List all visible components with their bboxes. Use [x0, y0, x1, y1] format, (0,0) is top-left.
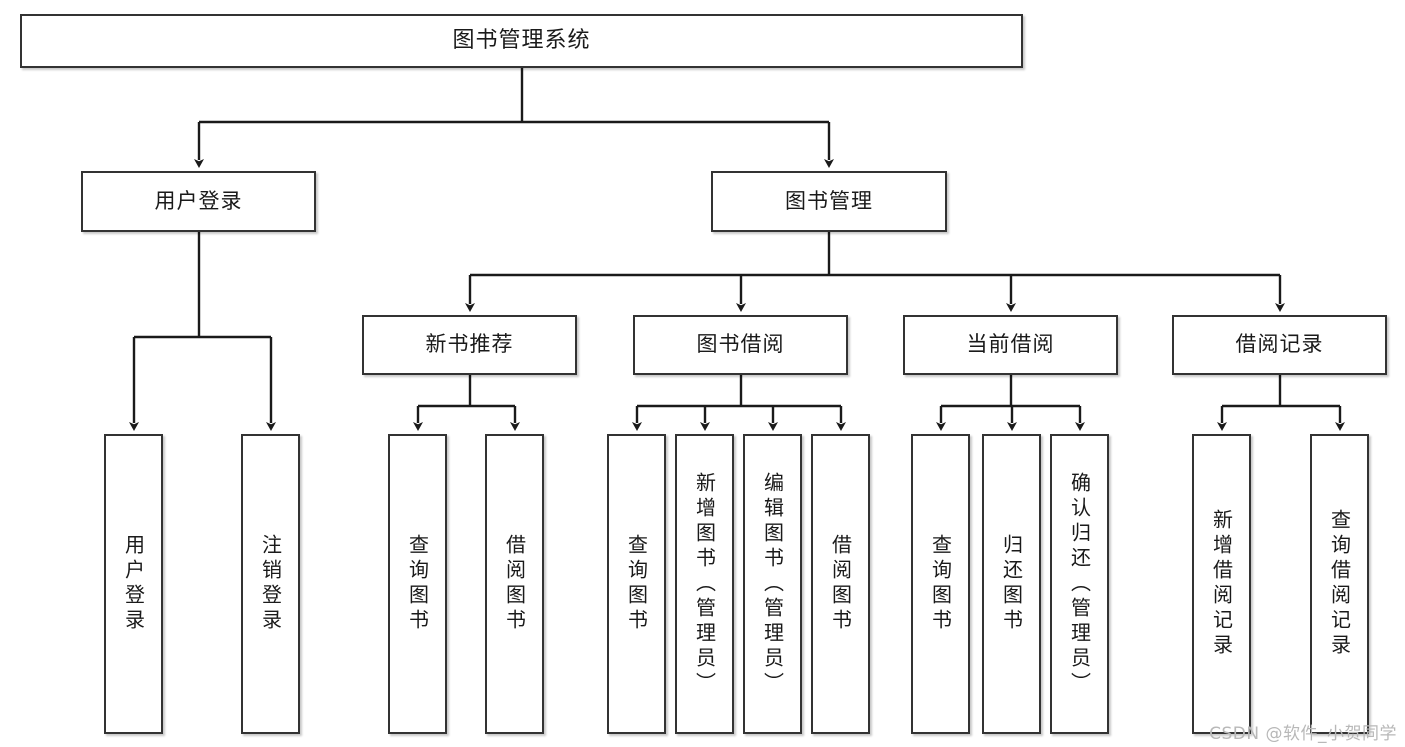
node-book-borrow[interactable]: 图书借阅 [633, 315, 848, 375]
node-label: 借阅图书 [502, 534, 527, 634]
node-leaf-br-query[interactable]: 查询借阅记录 [1310, 434, 1369, 734]
node-leaf-rec-query[interactable]: 查询图书 [388, 434, 447, 734]
node-label: 借阅图书 [828, 534, 853, 634]
node-leaf-cb-query[interactable]: 查询图书 [911, 434, 970, 734]
node-leaf-bb-borrow[interactable]: 借阅图书 [811, 434, 870, 734]
node-leaf-bb-edit[interactable]: 编辑图书（管理员） [743, 434, 802, 734]
node-leaf-user-logout[interactable]: 注销登录 [241, 434, 300, 734]
node-label: 归还图书 [999, 534, 1024, 634]
node-current-borrow[interactable]: 当前借阅 [903, 315, 1118, 375]
node-label: 注销登录 [258, 534, 283, 634]
node-label: 图书借阅 [696, 332, 785, 357]
node-leaf-user-login[interactable]: 用户登录 [104, 434, 163, 734]
node-label: 用户登录 [154, 188, 243, 213]
node-label: 查询图书 [405, 534, 430, 634]
node-new-book-rec[interactable]: 新书推荐 [362, 315, 577, 375]
node-label: 查询图书 [624, 534, 649, 634]
node-label: 确认归还（管理员） [1067, 471, 1092, 697]
node-label: 新增借阅记录 [1209, 509, 1234, 659]
node-leaf-rec-borrow[interactable]: 借阅图书 [485, 434, 544, 734]
node-book-manage[interactable]: 图书管理 [711, 171, 947, 232]
node-root[interactable]: 图书管理系统 [20, 14, 1023, 68]
node-borrow-record[interactable]: 借阅记录 [1172, 315, 1387, 375]
node-label: 当前借阅 [966, 332, 1055, 357]
node-label: 新增图书（管理员） [692, 471, 717, 697]
node-label: 新书推荐 [425, 332, 514, 357]
node-leaf-cb-confirm[interactable]: 确认归还（管理员） [1050, 434, 1109, 734]
node-label: 查询图书 [928, 534, 953, 634]
node-leaf-bb-query[interactable]: 查询图书 [607, 434, 666, 734]
node-label: 编辑图书（管理员） [760, 471, 785, 697]
node-label: 用户登录 [121, 534, 146, 634]
node-leaf-br-add[interactable]: 新增借阅记录 [1192, 434, 1251, 734]
node-label: 借阅记录 [1235, 332, 1324, 357]
watermark-label: CSDN @软件_小贺同学 [1209, 724, 1397, 744]
node-leaf-cb-return[interactable]: 归还图书 [982, 434, 1041, 734]
node-leaf-bb-add[interactable]: 新增图书（管理员） [675, 434, 734, 734]
node-user-login[interactable]: 用户登录 [81, 171, 316, 232]
node-label: 图书管理 [785, 188, 873, 213]
node-label: 图书管理系统 [452, 27, 591, 53]
node-label: 查询借阅记录 [1327, 509, 1352, 659]
